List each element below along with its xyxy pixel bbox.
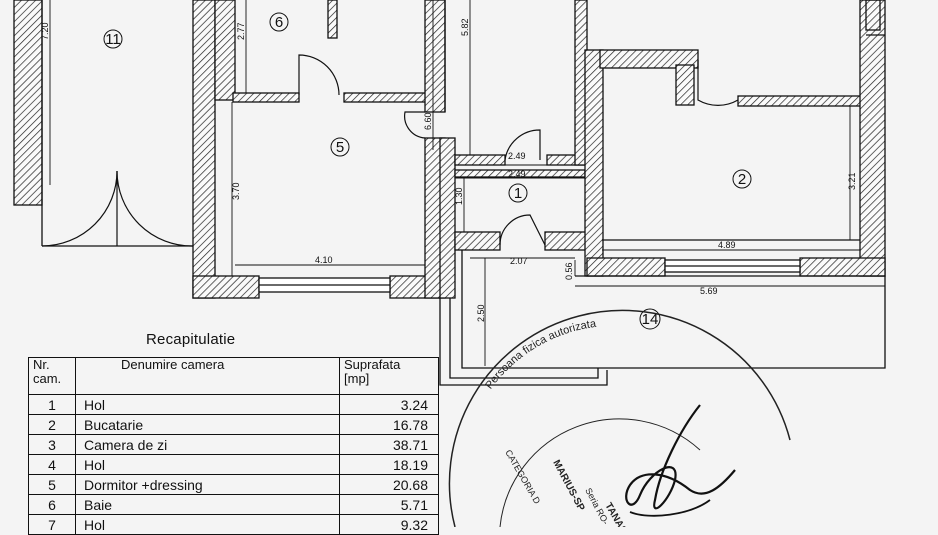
svg-text:Persoana fizica autorizata: Persoana fizica autorizata xyxy=(483,318,597,392)
header-nr: Nr. cam. xyxy=(28,357,76,395)
room-outlines xyxy=(41,0,886,386)
walls xyxy=(13,0,886,299)
room-number-14: 14 xyxy=(642,311,659,328)
dimension-lines xyxy=(49,0,885,366)
room-number-11: 11 xyxy=(105,31,121,48)
recap-table: Nr. cam. Denumire camera Suprafata [mp] … xyxy=(28,357,439,535)
row-area: 20.68 xyxy=(339,474,439,495)
dimension-labels: 7.20 2.77 5.82 6.60 3.70 4.10 2.49 2.49 … xyxy=(40,18,857,322)
dim-2-50: 2.50 xyxy=(476,304,486,322)
doors xyxy=(41,54,739,247)
room-labels: 11 6 5 1 2 14 xyxy=(103,12,752,330)
stamp-line-2: MARIUS-SP xyxy=(550,458,586,513)
recap-title: Recapitulatie xyxy=(146,331,236,348)
dim-3-70: 3.70 xyxy=(231,182,241,200)
table-row: 4 Hol 18.19 xyxy=(28,454,439,475)
dim-4-10: 4.10 xyxy=(315,255,333,265)
room-number-1: 1 xyxy=(514,185,522,202)
dim-2-77: 2.77 xyxy=(236,22,246,40)
dim-2-49-bottom: 2.49 xyxy=(508,169,526,179)
dim-2-07: 2.07 xyxy=(510,256,528,266)
room-number-2: 2 xyxy=(738,171,746,188)
stamp-line-1: Persoana fizica autorizata xyxy=(483,318,597,392)
row-area: 16.78 xyxy=(339,414,439,435)
dim-3-21: 3.21 xyxy=(847,172,857,190)
dim-5-82: 5.82 xyxy=(460,18,470,36)
dim-4-89: 4.89 xyxy=(718,240,736,250)
dim-2-49-top: 2.49 xyxy=(508,151,526,161)
room-number-6: 6 xyxy=(275,14,283,31)
signature xyxy=(625,404,736,510)
stamp-line-4: CATEGORIA D xyxy=(503,448,542,506)
room-number-5: 5 xyxy=(336,139,344,156)
dim-7-20: 7.20 xyxy=(40,22,50,40)
dim-0-56: 0.56 xyxy=(564,262,574,280)
dim-1-30: 1.30 xyxy=(454,187,464,205)
dim-5-69: 5.69 xyxy=(700,286,718,296)
row-area: 38.71 xyxy=(339,434,439,455)
dim-6-60: 6.60 xyxy=(423,112,433,130)
table-row: 1 Hol 3.24 xyxy=(28,394,439,415)
